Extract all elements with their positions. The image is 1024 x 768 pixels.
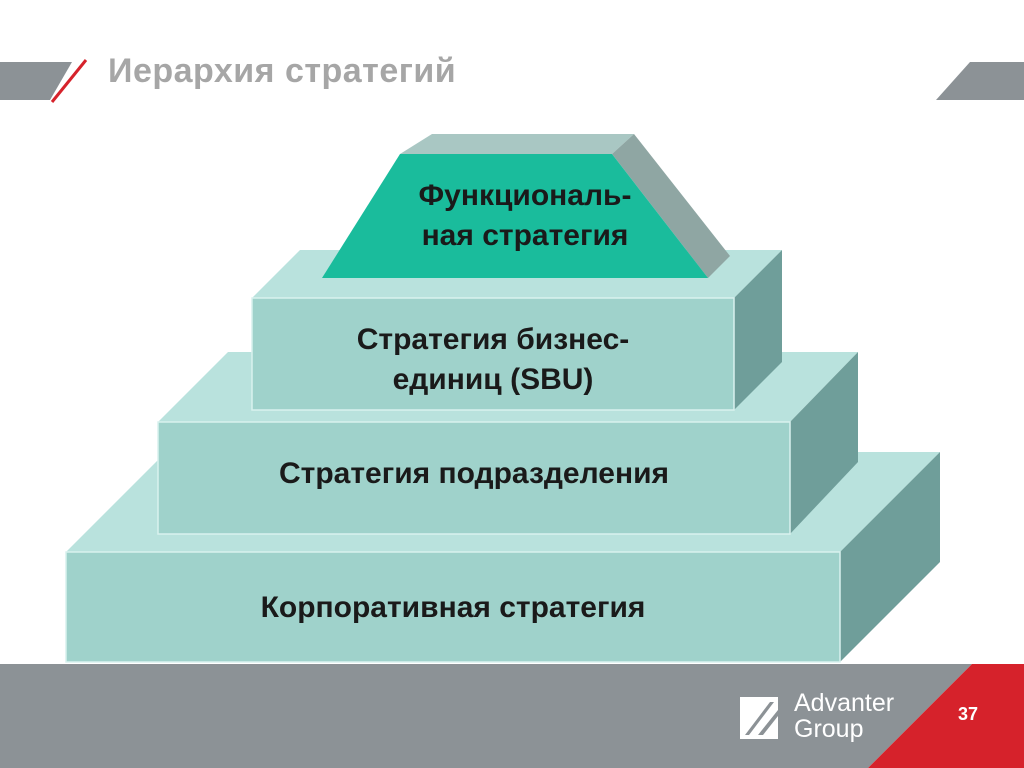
tier-business-unit-front [251, 297, 735, 411]
tier-business-unit-line-1: Стратегия бизнес- [356, 323, 630, 356]
tier-functional-line-2: ная стратегия [421, 219, 629, 252]
tier-corporate-label: Корпоративная стратегия [66, 588, 840, 628]
header-right-bar [936, 62, 1024, 100]
tier-division-label: Стратегия подразделения [158, 454, 790, 494]
advanter-logo-icon [740, 697, 778, 739]
tier-corporate-line-1: Корпоративная стратегия [260, 591, 646, 624]
page-number: 37 [957, 704, 979, 724]
tier-functional-label: Функциональ- ная стратегия [360, 176, 690, 256]
tier-functional-front [322, 154, 708, 278]
header-decoration [0, 59, 1024, 103]
tier-business-unit-label: Стратегия бизнес- единиц (SBU) [252, 320, 734, 400]
tier-division-front [157, 421, 791, 535]
tier-division-side [790, 352, 858, 534]
footer-red-corner [868, 664, 1024, 768]
tier-corporate-front [65, 551, 841, 663]
header-left-bar [0, 62, 72, 100]
header-red-slash [50, 59, 88, 103]
tier-division-line-1: Стратегия подразделения [278, 457, 670, 490]
brand-name: Advanter Group [794, 690, 894, 742]
tier-functional-top [400, 134, 634, 154]
tier-business-unit-side [734, 250, 782, 410]
tier-corporate-side [840, 452, 940, 662]
tier-business-unit-line-2: единиц (SBU) [392, 363, 594, 396]
tier-functional [322, 134, 730, 278]
brand-line-2: Group [794, 715, 864, 743]
brand-line-1: Advanter [794, 689, 895, 717]
footer-decoration [0, 664, 1024, 768]
slide-title: Иерархия стратегий [108, 52, 457, 90]
footer-gray-band [0, 664, 972, 768]
tier-functional-side [612, 134, 730, 278]
tier-functional-line-1: Функциональ- [418, 179, 632, 212]
